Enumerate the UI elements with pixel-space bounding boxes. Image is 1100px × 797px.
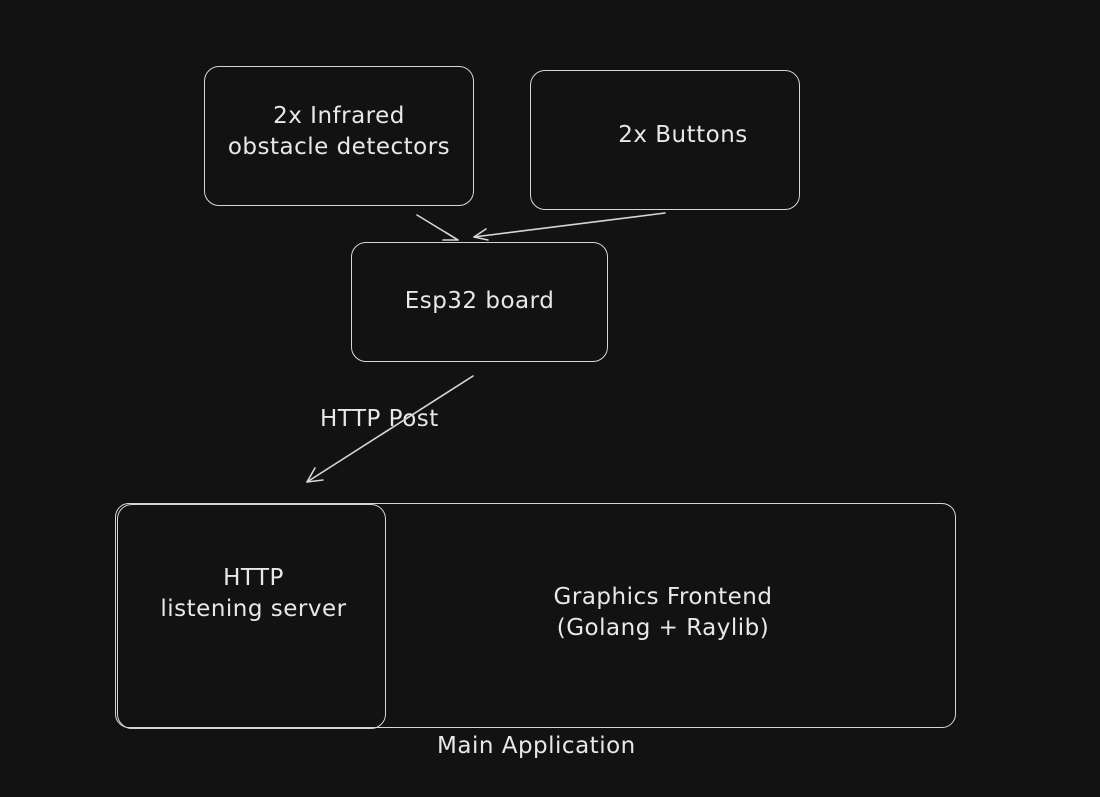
main-application-label: Main Application <box>437 733 636 759</box>
buttons-node: 2x Buttons <box>530 70 800 210</box>
edge-infrared-to-esp32 <box>416 214 459 241</box>
esp32-board-label: Esp32 board <box>404 287 555 314</box>
http-post-edge-label: HTTP Post <box>320 406 439 432</box>
graphics-frontend-label: Graphics Frontend (Golang + Raylib) <box>553 584 773 641</box>
buttons-label: 2x Buttons <box>618 121 748 148</box>
http-server-label: HTTP listening server <box>160 565 347 622</box>
infrared-detectors-label: 2x Infrared obstacle detectors <box>227 103 451 160</box>
infrared-detectors-node: 2x Infrared obstacle detectors <box>204 66 474 206</box>
esp32-board-node: Esp32 board <box>351 242 608 362</box>
edge-buttons-to-esp32 <box>473 212 666 241</box>
http-server-node: HTTP listening server <box>117 504 386 729</box>
main-application-container <box>115 503 956 728</box>
